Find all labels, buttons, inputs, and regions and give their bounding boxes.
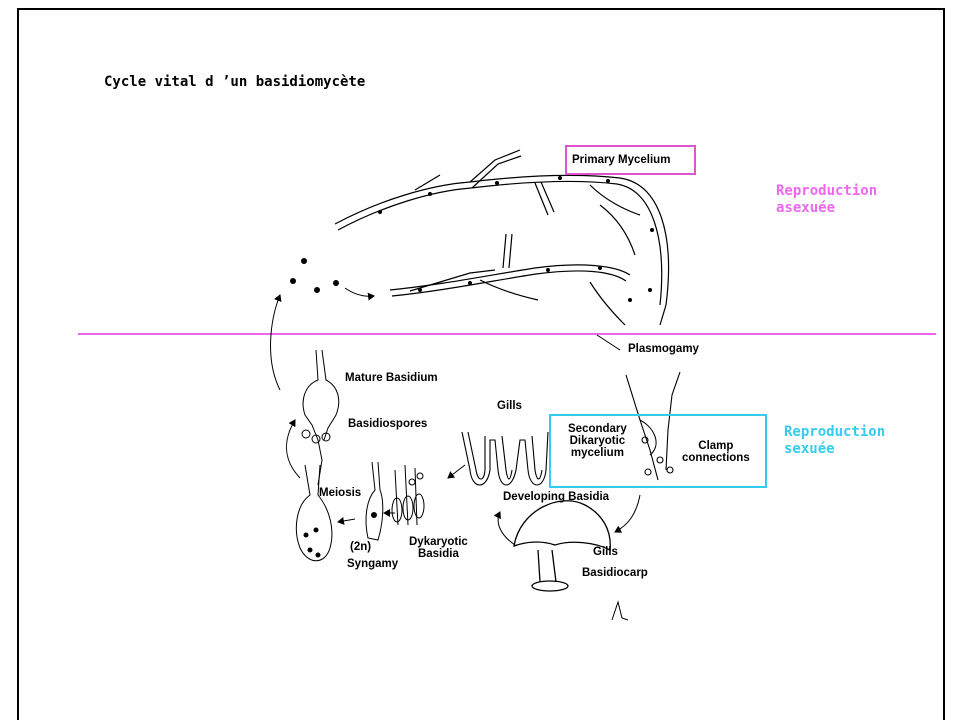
label-developing-basidia: Developing Basidia [503,491,609,503]
label-gills-top: Gills [497,400,522,412]
mature-basidium-drawing [302,350,339,485]
label-basidiocarp: Basidiocarp [582,567,648,579]
label-basidiospores: Basidiospores [348,418,427,430]
primary-mycelium-hyphae [335,150,669,325]
label-plasmogamy: Plasmogamy [628,343,699,355]
label-mature-basidium: Mature Basidium [345,372,438,384]
label-gills-bottom: Gills [593,546,618,558]
artist-mark [612,602,628,620]
label-dikaryotic-basidia: Dykaryotic Basidia [409,536,468,560]
label-clamp-line2: connections [682,452,750,464]
region-asexual-label: Reproduction asexuée [776,183,877,217]
syngamy-drawing [366,462,383,540]
region-sexual-label: Reproduction sexuée [784,424,885,458]
region-sexual-line1: Reproduction [784,424,885,441]
label-secondary-line2: Dikaryotic [568,435,627,447]
region-asexual-line2: asexuée [776,200,877,217]
region-sexual-line2: sexuée [784,441,885,458]
label-syngamy: Syngamy [347,558,398,570]
label-clamp-connections: Clamp connections [682,440,750,464]
label-secondary-mycelium: Secondary Dikaryotic mycelium [568,423,627,459]
label-meiosis: Meiosis [319,487,361,499]
label-primary-mycelium: Primary Mycelium [572,154,670,166]
spores [290,258,339,293]
label-dikaryotic-line1: Dykaryotic [409,536,468,548]
page-title: Cycle vital d ’un basidiomycète [104,74,365,90]
dikaryotic-basidia-drawing [392,465,424,525]
label-dikaryotic-line2: Basidia [409,548,468,560]
gills-drawing [462,432,548,485]
label-2n: (2n) [350,541,371,553]
meiosis-drawing [296,465,332,561]
hyphae-septa [378,176,654,302]
label-secondary-line3: mycelium [568,447,627,459]
region-asexual-line1: Reproduction [776,183,877,200]
label-secondary-line1: Secondary [568,423,627,435]
label-clamp-line1: Clamp [682,440,750,452]
